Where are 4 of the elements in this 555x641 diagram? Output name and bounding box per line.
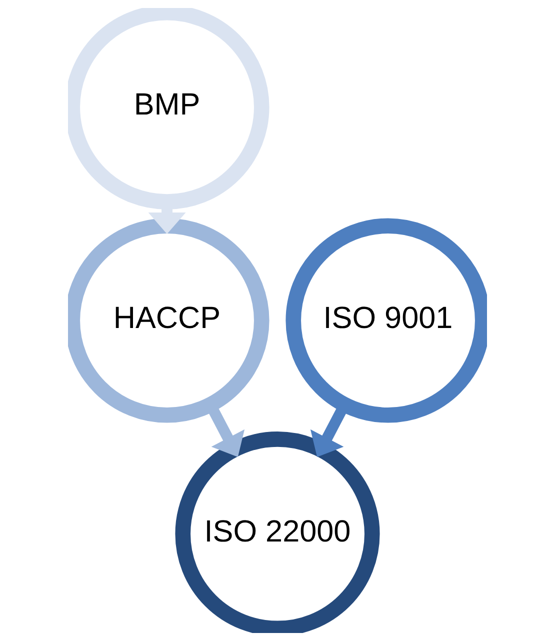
node-circle: ISO 22000 <box>175 432 380 633</box>
node-circle: HACCP <box>68 218 270 423</box>
node-circle: BMP <box>68 8 270 210</box>
node-circle: ISO 9001 <box>286 218 487 423</box>
